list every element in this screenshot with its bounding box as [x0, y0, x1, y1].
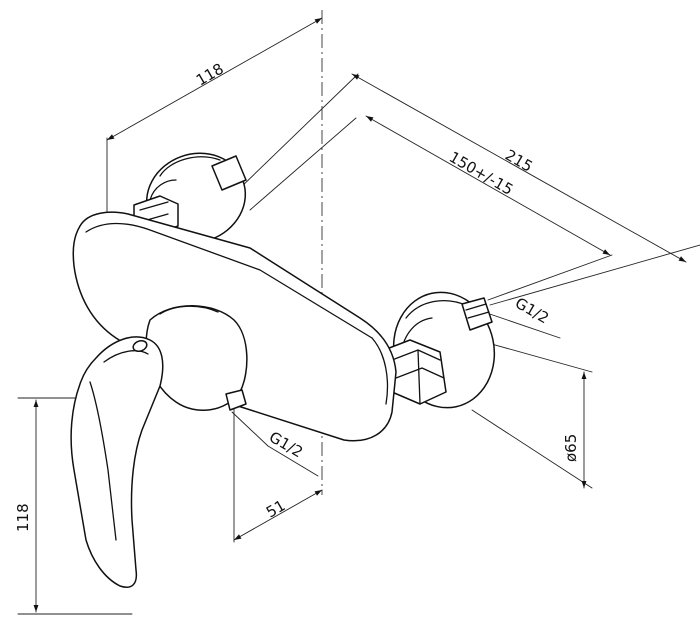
- wall-flange-right: [383, 291, 496, 409]
- dim-top-width: 118: [193, 60, 227, 90]
- dim-flange-diameter: ø65: [562, 434, 580, 462]
- mixer-body: [72, 211, 397, 442]
- dimension-lines: [33, 17, 687, 613]
- dim-height: 118: [14, 503, 32, 532]
- dim-overall-depth: 215: [502, 146, 536, 176]
- dim-wall-offset: 51: [263, 496, 289, 521]
- outlet-thread: [225, 389, 247, 411]
- dim-thread-right: G1/2: [512, 294, 552, 327]
- handle-lever: [70, 336, 164, 588]
